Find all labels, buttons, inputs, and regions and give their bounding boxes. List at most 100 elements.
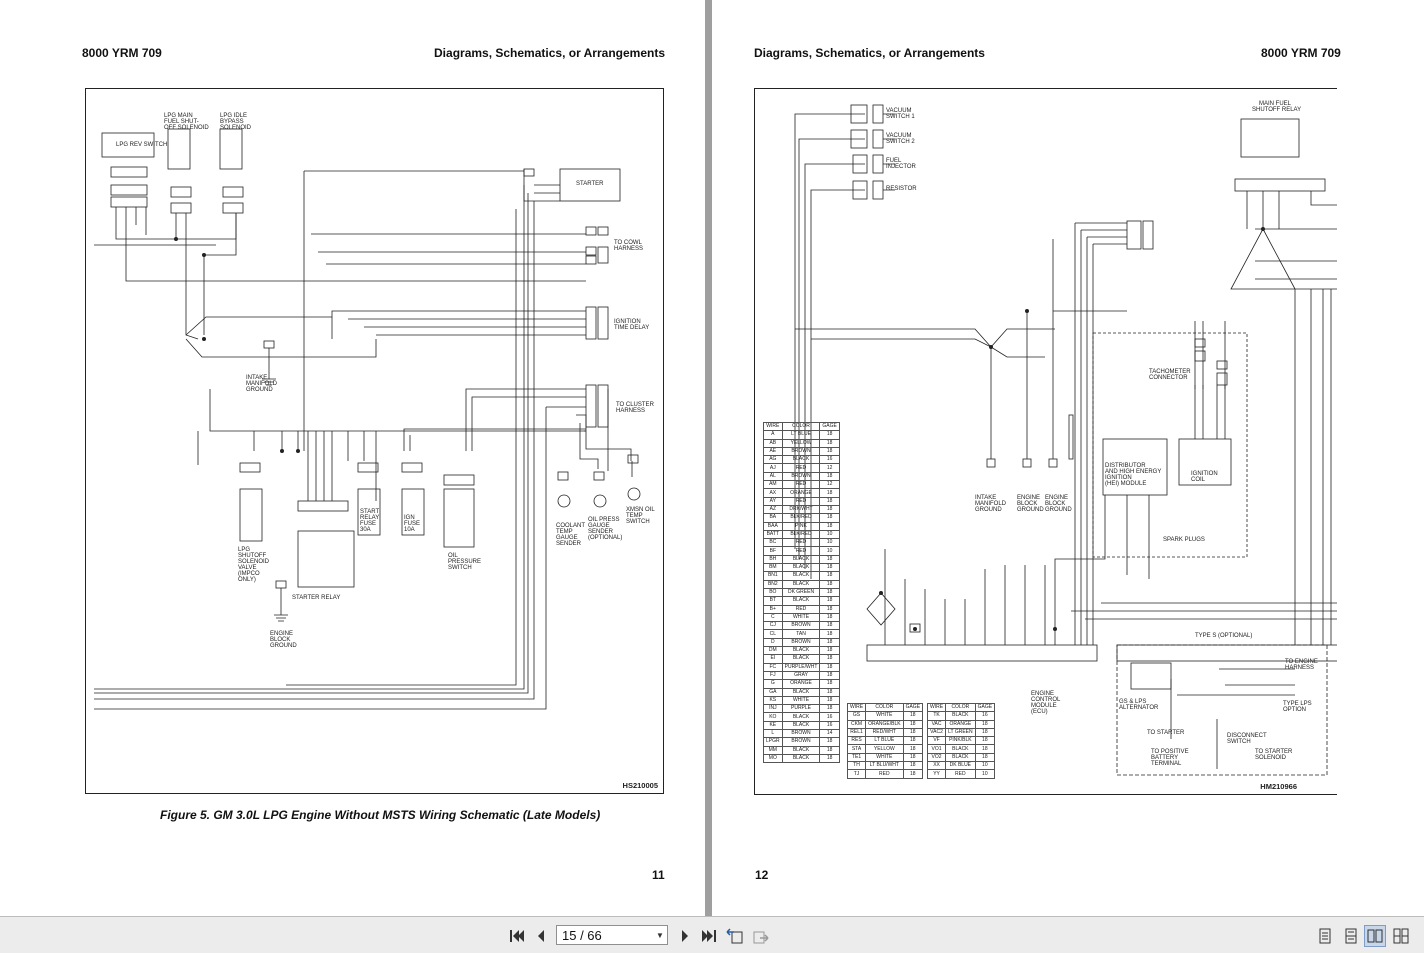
table-cell: GRAY <box>781 670 821 681</box>
chevron-left-icon <box>538 930 544 942</box>
svg-text:ENGINE: ENGINE <box>270 631 293 637</box>
table-cell: BF <box>763 546 783 556</box>
document-viewer[interactable]: 8000 YRM 709 Diagrams, Schematics, or Ar… <box>0 0 1424 916</box>
table-cell: BA <box>763 513 783 523</box>
continuous-page-icon <box>1345 928 1357 944</box>
table-cell: YY <box>926 769 947 779</box>
svg-text:GROUND: GROUND <box>246 387 273 393</box>
table-cell: 18 <box>819 645 840 656</box>
svg-text:FUEL: FUEL <box>886 158 902 164</box>
table-cell: AM <box>763 480 783 490</box>
table-cell: BROWN <box>781 471 821 482</box>
table-cell: AJ <box>763 463 783 473</box>
table-cell: PURPLE/WHT <box>781 662 821 672</box>
page-11: 8000 YRM 709 Diagrams, Schematics, or Ar… <box>0 0 705 916</box>
table-cell: BT <box>763 596 783 606</box>
next-page-button[interactable] <box>674 925 696 947</box>
svg-text:INTAKE: INTAKE <box>246 375 267 381</box>
svg-text:ONLY): ONLY) <box>238 577 256 583</box>
table-cell: 18 <box>819 488 840 498</box>
table-cell: BM <box>763 563 783 573</box>
wire-table-header: GAGE <box>902 702 924 713</box>
go-back-icon <box>726 928 743 944</box>
previous-page-button[interactable] <box>530 925 552 947</box>
table-cell: EI <box>763 654 783 664</box>
svg-text:10A: 10A <box>404 527 415 533</box>
svg-text:ENGINE: ENGINE <box>1031 691 1054 697</box>
table-cell: YELLOW <box>781 438 821 448</box>
table-cell: 18 <box>902 711 924 721</box>
table-cell: WHITE <box>781 695 821 706</box>
table-cell: TJ <box>846 769 867 779</box>
table-cell: 18 <box>819 587 840 598</box>
table-cell: 18 <box>902 761 924 771</box>
svg-text:GROUND: GROUND <box>1045 507 1072 513</box>
table-cell: 18 <box>819 629 840 639</box>
svg-text:LPG REV SWITCH: LPG REV SWITCH <box>116 142 167 148</box>
page-number-value[interactable]: 15 / 66 <box>562 927 602 943</box>
right-figure-code: HM210966 <box>1260 782 1297 791</box>
table-cell: PURPLE <box>781 704 821 714</box>
last-page-button[interactable] <box>698 925 720 947</box>
table-cell: LT GREEN <box>945 727 976 738</box>
svg-text:GS & LPS: GS & LPS <box>1119 699 1146 705</box>
table-cell: 10 <box>819 538 840 548</box>
table-cell: VAC2 <box>926 727 947 738</box>
table-cell: KS <box>763 695 783 706</box>
table-cell: BLACK <box>781 563 821 573</box>
table-cell: 10 <box>974 761 996 771</box>
svg-text:STARTER: STARTER <box>576 181 604 187</box>
table-cell: BLACK <box>781 745 821 755</box>
svg-text:ENGINE: ENGINE <box>1017 495 1040 501</box>
svg-text:INTAKE: INTAKE <box>975 495 996 501</box>
continuous-facing-icon <box>1393 928 1409 944</box>
table-cell: RED <box>781 604 821 614</box>
svg-text:BATTERY: BATTERY <box>1151 755 1178 761</box>
table-cell: CJ <box>763 621 783 631</box>
table-cell: 18 <box>819 679 840 689</box>
continuous-view-button[interactable] <box>1340 925 1362 947</box>
go-forward-button[interactable] <box>750 925 772 947</box>
svg-text:XMSN OIL: XMSN OIL <box>626 507 655 513</box>
table-cell: BC <box>763 538 783 548</box>
svg-text:TIME DELAY: TIME DELAY <box>614 325 649 331</box>
svg-text:GROUND: GROUND <box>1017 507 1044 513</box>
table-cell: 18 <box>819 513 840 523</box>
table-cell: DK GREEN <box>781 587 821 598</box>
table-cell: 18 <box>902 752 924 763</box>
svg-text:SWITCH 1: SWITCH 1 <box>886 114 915 120</box>
table-cell: 18 <box>819 504 840 515</box>
facing-view-button[interactable] <box>1364 925 1386 947</box>
table-cell: 18 <box>819 571 840 581</box>
svg-text:SOLENOID: SOLENOID <box>220 125 252 131</box>
svg-text:VACUUM: VACUUM <box>886 108 912 114</box>
svg-text:SWITCH: SWITCH <box>1227 739 1251 745</box>
page-number-field[interactable]: 15 / 66 ▼ <box>556 925 668 945</box>
table-cell: CL <box>763 629 783 639</box>
single-page-view-button[interactable] <box>1314 925 1336 947</box>
go-back-button[interactable] <box>724 925 746 947</box>
table-cell: BLACK <box>945 752 976 763</box>
table-cell: BLK/RED <box>781 529 821 540</box>
table-cell: WHITE <box>865 711 904 721</box>
svg-text:ALTERNATOR: ALTERNATOR <box>1119 705 1159 711</box>
first-page-button[interactable] <box>506 925 528 947</box>
table-cell: FC <box>763 662 783 672</box>
chevron-down-icon[interactable]: ▼ <box>656 930 664 940</box>
continuous-facing-view-button[interactable] <box>1390 925 1412 947</box>
table-cell: BROWN <box>781 728 821 739</box>
